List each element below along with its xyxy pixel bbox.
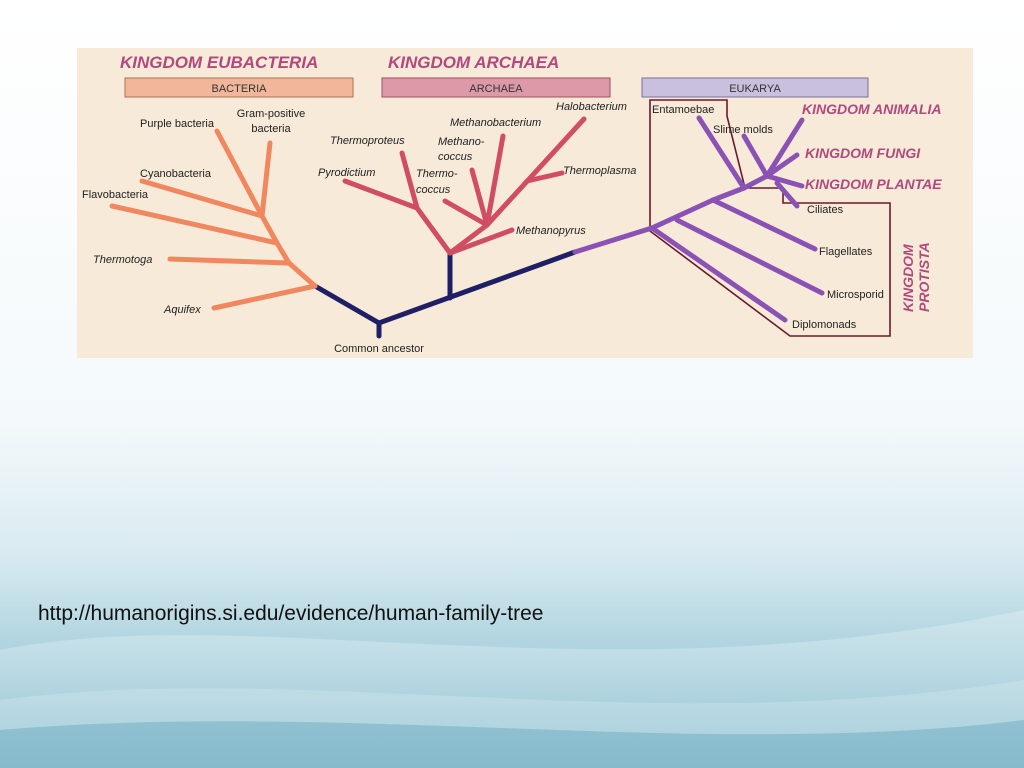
leaf-thermococcus-line2: coccus (416, 184, 451, 196)
leaf-gram-positive-line2: bacteria (251, 123, 291, 135)
root-label: Common ancestor (334, 343, 424, 355)
bacteria-branches (109, 128, 318, 311)
domain-archaea-label: ARCHAEA (469, 83, 523, 95)
leaf-aquifex: Aquifex (163, 304, 201, 316)
leaf-ciliates: Ciliates (807, 204, 844, 216)
domain-bacteria-label: BACTERIA (211, 83, 267, 95)
leaf-methanopyrus: Methanopyrus (516, 225, 586, 237)
tree-of-life-figure: KINGDOM EUBACTERIA KINGDOM ARCHAEA KINGD… (77, 48, 973, 358)
leaf-methanobacterium: Methanobacterium (450, 117, 541, 129)
kingdom-protista-line2: PROTISTA (916, 242, 932, 312)
leaf-methanococcus-line1: Methano- (438, 136, 485, 148)
leaf-entamoebae: Entamoebae (652, 104, 714, 116)
kingdom-archaea-title: KINGDOM ARCHAEA (388, 53, 559, 72)
leaf-pyrodictium: Pyrodictium (318, 167, 375, 179)
leaf-purple-bacteria: Purple bacteria (140, 118, 215, 130)
leaf-thermococcus-line1: Thermo- (416, 168, 458, 180)
leaf-flagellates: Flagellates (819, 246, 873, 258)
archaea-domain-box (381, 77, 611, 98)
kingdom-plantae-title: KINGDOM PLANTAE (805, 176, 942, 192)
leaf-thermoplasma: Thermoplasma (563, 165, 636, 177)
leaf-thermoproteus: Thermoproteus (330, 135, 405, 147)
bacteria-domain-box (124, 77, 354, 98)
domain-eukarya-label: EUKARYA (729, 83, 781, 95)
protista-outline (649, 99, 891, 337)
kingdom-fungi-title: KINGDOM FUNGI (805, 145, 921, 161)
leaf-flavobacteria: Flavobacteria (82, 189, 149, 201)
leaf-gram-positive-line1: Gram-positive (237, 108, 305, 120)
leaf-diplomonads: Diplomonads (792, 319, 857, 331)
phylogenetic-tree: KINGDOM EUBACTERIA KINGDOM ARCHAEA KINGD… (82, 53, 942, 355)
kingdom-protista-title: KINGDOM PROTISTA (900, 242, 932, 312)
eukarya-domain-box (641, 77, 869, 98)
kingdom-animalia-title: KINGDOM ANIMALIA (802, 101, 941, 117)
leaf-methanococcus-line2: coccus (438, 151, 473, 163)
kingdom-protista-line1: KINGDOM (900, 244, 916, 312)
leaf-thermotoga: Thermotoga (93, 254, 152, 266)
leaf-slime-molds: Slime molds (713, 124, 773, 136)
archaea-branches (342, 116, 587, 256)
trunk-branches (312, 249, 578, 339)
eukarya-branches (572, 115, 825, 323)
kingdom-eubacteria-title: KINGDOM EUBACTERIA (120, 53, 318, 72)
leaf-cyanobacteria: Cyanobacteria (140, 168, 212, 180)
leaf-microsporid: Microsporid (827, 289, 884, 301)
source-url-text: http://humanorigins.si.edu/evidence/huma… (38, 602, 544, 625)
leaf-halobacterium: Halobacterium (556, 101, 627, 113)
